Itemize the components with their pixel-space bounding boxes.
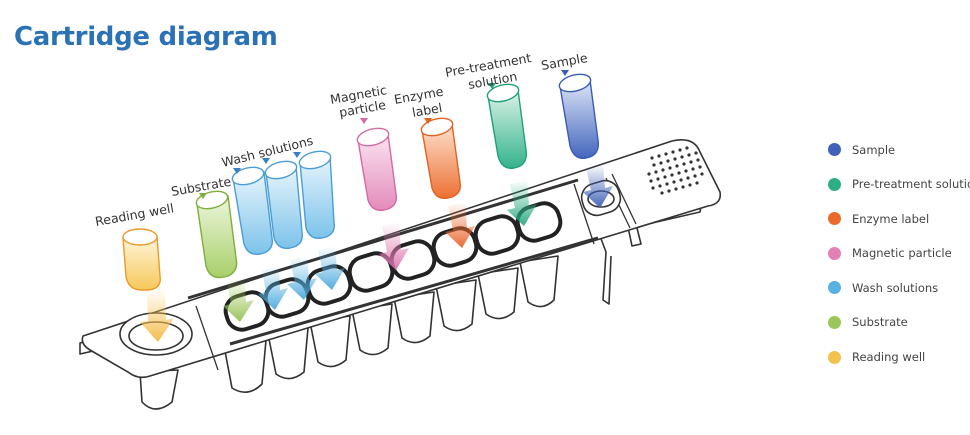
substrate-arrow-icon xyxy=(223,278,254,322)
legend-dot-reading-well xyxy=(828,350,841,364)
wash-arrow-icon xyxy=(315,246,345,290)
legend-item-substrate: Substrate xyxy=(828,314,970,331)
tube-magnetic-particle xyxy=(356,127,398,211)
well-tube xyxy=(267,327,309,380)
wash-arrow-icon xyxy=(287,256,317,300)
well-tube xyxy=(519,255,559,308)
well-tube xyxy=(223,339,267,393)
legend-label: Pre-treatment solution xyxy=(852,177,970,192)
sample-pointer-icon xyxy=(561,70,569,76)
well-tube xyxy=(351,303,393,356)
legend-label: Wash solutions xyxy=(852,280,939,295)
page-title: Cartridge diagram xyxy=(14,22,278,52)
reading-arrow-icon xyxy=(140,288,174,342)
legend-item-wash: Wash solutions xyxy=(828,279,970,296)
wash-arrow-icon xyxy=(258,266,288,310)
legend-item-enzyme: Enzyme label xyxy=(828,210,970,227)
sample-arrow-icon xyxy=(583,164,613,208)
pretreatment-arrow-icon xyxy=(507,180,537,226)
enzyme-arrow-icon xyxy=(445,202,475,248)
tube-reading-well xyxy=(122,228,161,291)
legend-dot-substrate xyxy=(828,315,841,329)
legend: Sample Pre-treatment solution Enzyme lab… xyxy=(828,141,970,383)
well-tube xyxy=(477,267,519,320)
legend-label: Substrate xyxy=(852,315,908,330)
label-sample: Sample xyxy=(540,50,589,73)
tube-enzyme-label xyxy=(420,117,462,199)
wash-pointer-icon xyxy=(233,168,241,174)
legend-dot-magnetic xyxy=(828,246,841,260)
well-tube xyxy=(139,369,179,410)
substrate-pointer-icon xyxy=(199,193,207,199)
vent-grid xyxy=(647,146,704,195)
legend-label: Reading well xyxy=(852,350,926,365)
reaction-wells xyxy=(223,201,563,332)
legend-label: Enzyme label xyxy=(852,211,930,226)
legend-label: Sample xyxy=(852,142,896,157)
legend-dot-enzyme xyxy=(828,212,841,226)
legend-dot-wash xyxy=(828,281,841,295)
magnetic-arrow-icon xyxy=(379,222,409,270)
tube-sample xyxy=(558,73,600,159)
pretreatment-pointer-icon xyxy=(488,83,496,89)
tube-wash-solutions xyxy=(231,150,336,255)
wash-pointer-icon xyxy=(293,152,301,158)
flow-arrows xyxy=(140,164,613,342)
legend-item-magnetic: Magnetic particle xyxy=(828,245,970,262)
tube-pretreatment-solution xyxy=(486,83,528,169)
well-tube xyxy=(435,279,477,332)
magnetic-pointer-icon xyxy=(360,118,368,124)
label-reading-well: Reading well xyxy=(94,200,175,229)
legend-dot-sample xyxy=(828,143,841,156)
wash-pointer-icon xyxy=(262,158,270,164)
enzyme-pointer-icon xyxy=(424,118,432,124)
tube-substrate xyxy=(195,190,238,279)
well-tube xyxy=(393,291,435,344)
legend-dot-pretreatment xyxy=(828,177,841,191)
legend-item-reading-well: Reading well xyxy=(828,349,970,366)
pointer-markers xyxy=(199,70,569,199)
label-enzyme-label-line2: label xyxy=(411,100,443,120)
well-tube xyxy=(309,315,351,368)
legend-label: Magnetic particle xyxy=(852,246,952,261)
legend-item-pretreatment: Pre-treatment solution xyxy=(828,176,970,193)
legend-item-sample: Sample xyxy=(828,141,970,158)
